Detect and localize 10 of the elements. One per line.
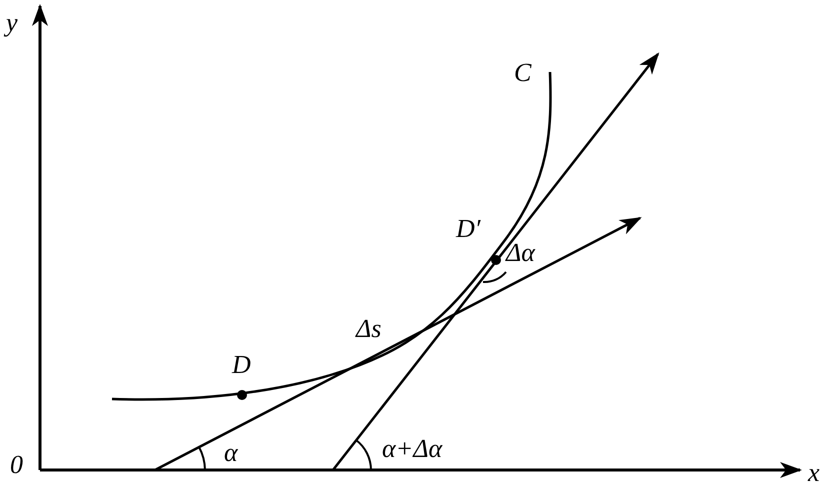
curve-label: C bbox=[514, 60, 532, 86]
angle-label: α bbox=[224, 440, 238, 466]
arc-length-label: Δs bbox=[356, 316, 382, 342]
angle-label: α+Δα bbox=[382, 436, 442, 462]
point-label: D′ bbox=[456, 216, 480, 242]
origin-label: 0 bbox=[10, 452, 23, 478]
axis-label: y bbox=[6, 10, 18, 36]
point-label: D bbox=[232, 352, 251, 378]
axis-label: x bbox=[808, 460, 820, 486]
angle-label: Δα bbox=[506, 240, 535, 266]
